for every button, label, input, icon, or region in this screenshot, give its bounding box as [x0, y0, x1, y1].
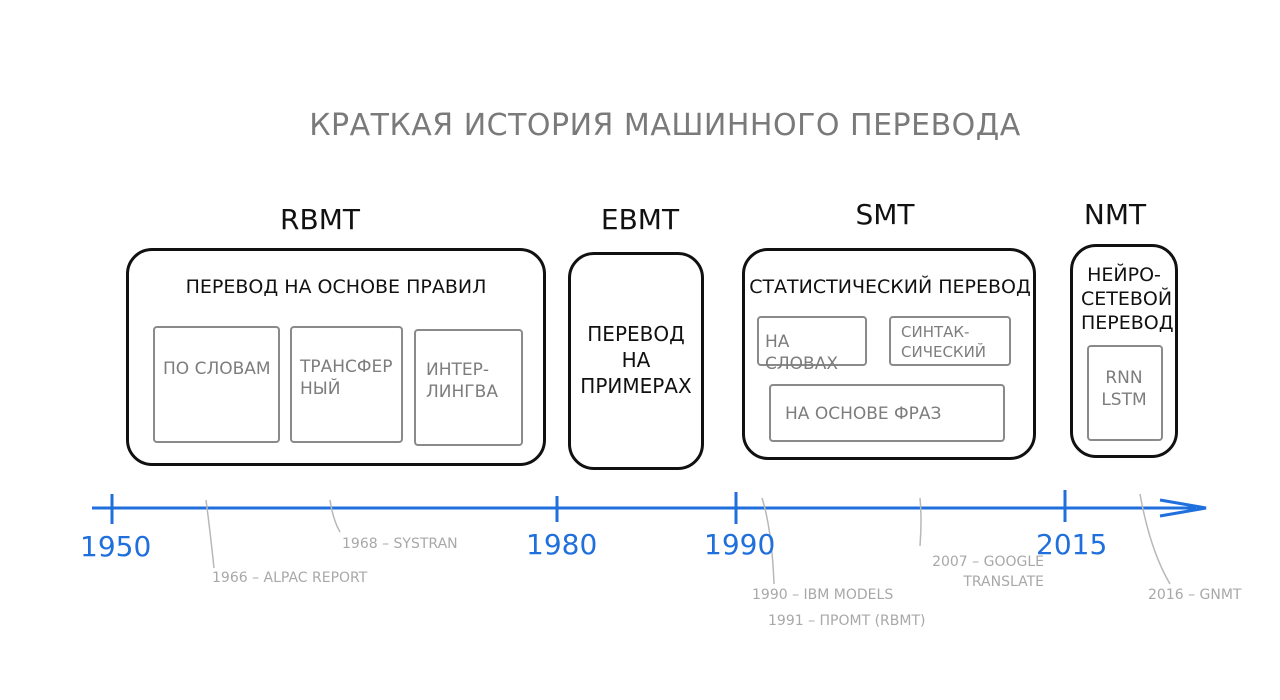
- leader-1990: [761, 497, 775, 585]
- smt-sub-syntactic: СИНТАК-СИЧЕСКИЙ: [889, 316, 1011, 366]
- rbmt-sub-interlingua: ИНТЕР-ЛИНГВА: [414, 329, 523, 446]
- leader-2016: [1139, 493, 1171, 585]
- page-title: КРАТКАЯ ИСТОРИЯ МАШИННОГО ПЕРЕВОДА: [309, 108, 1021, 143]
- leader-1966: [205, 499, 215, 569]
- event-gnmt: 2016 – GNMT: [1148, 587, 1242, 603]
- rbmt-sub-transfer-label: ТРАНСФЕР НЫЙ: [300, 357, 393, 399]
- era-label-nmt: NMT: [1083, 198, 1147, 231]
- timeline-arrowhead: [1159, 498, 1207, 518]
- year-2015: 2015: [1036, 528, 1108, 561]
- nmt-sub-rnn-label: RNN LSTM: [1101, 368, 1147, 410]
- year-1990: 1990: [704, 528, 776, 561]
- nmt-box: НЕЙРО-СЕТЕВОЙ ПЕРЕВОД RNN LSTM: [1070, 244, 1178, 458]
- ebmt-heading: ПЕРЕВОД НА ПРИМЕРАХ: [580, 322, 692, 398]
- year-1950: 1950: [80, 530, 152, 563]
- era-label-rbmt: RBMT: [280, 203, 360, 236]
- ebmt-box: ПЕРЕВОД НА ПРИМЕРАХ: [568, 252, 704, 470]
- smt-sub-words-label: НА СЛОВАХ: [765, 332, 838, 374]
- leader-2007: [919, 497, 922, 547]
- era-label-ebmt: EBMT: [600, 203, 680, 236]
- nmt-sub-rnn: RNN LSTM: [1087, 345, 1163, 441]
- smt-heading: СТАТИСТИЧЕСКИЙ ПЕРЕВОД: [749, 276, 1031, 298]
- event-alpac: 1966 – ALPAC REPORT: [212, 570, 368, 586]
- smt-sub-phrase: НА ОСНОВЕ ФРАЗ: [769, 384, 1005, 442]
- event-promt: 1991 – ПРОМТ (RBMT): [768, 613, 926, 629]
- event-google: 2007 – GOOGLE TRANSLATE: [932, 554, 1044, 590]
- rbmt-sub-interlingua-label: ИНТЕР-ЛИНГВА: [426, 360, 498, 402]
- smt-sub-syntactic-label: СИНТАК-СИЧЕСКИЙ: [901, 323, 987, 361]
- event-systran: 1968 – SYSTRAN: [342, 536, 458, 552]
- rbmt-heading: ПЕРЕВОД НА ОСНОВЕ ПРАВИЛ: [185, 276, 487, 298]
- smt-sub-phrase-label: НА ОСНОВЕ ФРАЗ: [785, 404, 942, 424]
- event-ibm: 1990 – IBM MODELS: [752, 587, 894, 603]
- rbmt-sub-transfer: ТРАНСФЕР НЫЙ: [290, 326, 403, 443]
- era-label-smt: SMT: [855, 198, 915, 231]
- rbmt-box: ПЕРЕВОД НА ОСНОВЕ ПРАВИЛ ПО СЛОВАМ ТРАНС…: [126, 248, 546, 466]
- leader-1968: [329, 499, 341, 533]
- rbmt-sub-by-words-label: ПО СЛОВАМ: [163, 359, 271, 379]
- nmt-heading: НЕЙРО-СЕТЕВОЙ ПЕРЕВОД: [1081, 264, 1174, 334]
- smt-box: СТАТИСТИЧЕСКИЙ ПЕРЕВОД НА СЛОВАХ СИНТАК-…: [742, 248, 1036, 460]
- rbmt-sub-by-words: ПО СЛОВАМ: [153, 326, 280, 443]
- smt-sub-words: НА СЛОВАХ: [757, 316, 867, 374]
- year-1980: 1980: [526, 528, 598, 561]
